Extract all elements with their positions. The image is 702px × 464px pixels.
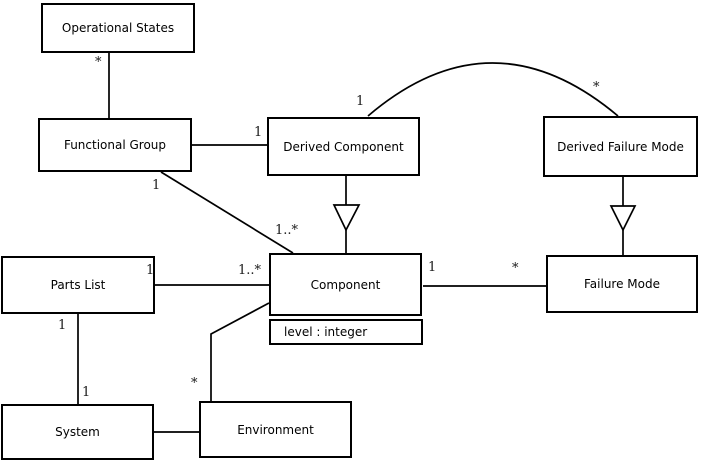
generalization-triangle-failure-mode — [609, 205, 637, 232]
class-name-system: System — [55, 425, 100, 439]
class-name-derived-failure-mode: Derived Failure Mode — [557, 139, 684, 154]
class-functional-group: Functional Group — [38, 118, 192, 172]
class-derived-component: Derived Component — [267, 117, 420, 176]
multiplicity-operational-states: * — [95, 55, 102, 70]
multiplicity-parts-list-system-bottom: 1 — [82, 385, 91, 400]
class-derived-failure-mode: Derived Failure Mode — [543, 116, 698, 177]
multiplicity-parts-list-end: 1 — [146, 263, 155, 278]
class-operational-states: Operational States — [41, 3, 195, 53]
multiplicity-component-end-from-functional-group: 1..* — [275, 223, 299, 238]
multiplicity-parts-list-system-top: 1 — [58, 318, 67, 333]
class-name-component: Component — [310, 277, 381, 292]
class-component-attributes: level : integer — [269, 319, 423, 345]
generalization-triangle-component — [332, 204, 361, 232]
class-system: System — [1, 404, 154, 460]
class-environment: Environment — [199, 401, 352, 458]
class-name-functional-group: Functional Group — [63, 138, 167, 152]
multiplicity-derived-component-end: 1 — [254, 125, 263, 140]
multiplicity-arc-derived-component: 1 — [356, 94, 365, 109]
class-name-operational-states: Operational States — [61, 21, 175, 35]
class-failure-mode: Failure Mode — [546, 255, 698, 313]
class-name-parts-list: Parts List — [50, 278, 106, 292]
multiplicity-component-end-from-parts-list: 1..* — [238, 263, 262, 278]
class-name-environment: Environment — [237, 422, 314, 437]
multiplicity-component-end-to-failure-mode: 1 — [428, 260, 437, 275]
class-component: Component — [269, 253, 422, 316]
class-name-failure-mode: Failure Mode — [584, 277, 660, 291]
edge-functional-group-component — [160, 171, 294, 254]
edge-environment-component — [210, 302, 270, 401]
attribute-level-integer: level : integer — [284, 325, 368, 339]
multiplicity-functional-group-end: 1 — [152, 178, 161, 193]
multiplicity-failure-mode-end: * — [512, 261, 519, 276]
multiplicity-arc-derived-failure-mode: * — [593, 80, 600, 95]
edge-arc-derived-component-derived-failure-mode — [367, 62, 619, 117]
class-parts-list: Parts List — [1, 256, 155, 314]
class-name-derived-component: Derived Component — [283, 139, 404, 154]
multiplicity-environment-end: * — [191, 376, 198, 391]
